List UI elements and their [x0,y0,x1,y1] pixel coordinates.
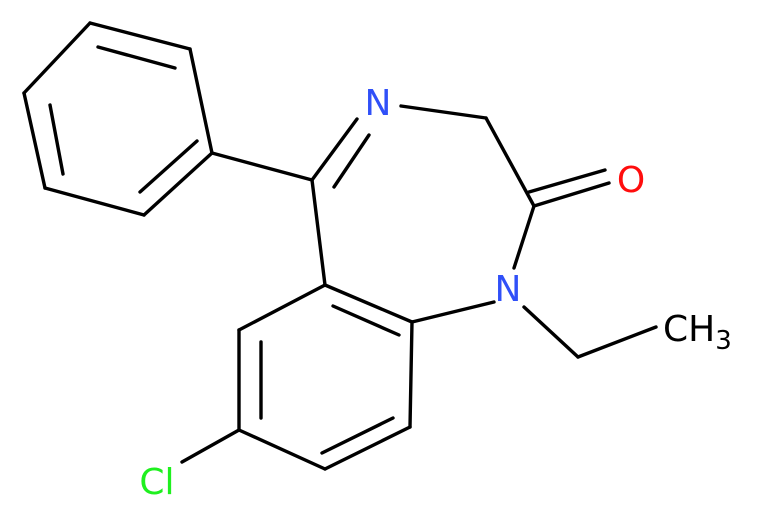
bond-phenyl-2-inner [96,45,177,70]
bond-phenyl-6-inner [138,139,199,194]
bond-c5-n4-inner [332,133,371,189]
bond-phenyl-5 [43,186,146,217]
bond-n1-c9a [410,300,496,324]
bond-c8-c7 [237,428,327,471]
atom-labels: N O N CH3 Cl [139,83,731,503]
bonds [22,21,658,471]
bond-c5-n4 [310,117,359,182]
bond-phenyl-6 [142,151,214,217]
bond-c9-c8-inner [320,416,395,455]
bond-c5a-c9a [323,283,414,324]
bond-n1-ethyl [522,305,580,359]
atom-label-imine-nitrogen: N [365,83,392,124]
bond-n4-c3 [399,104,488,120]
bond-c3-c2 [484,116,536,208]
bond-phenyl-c5 [210,151,314,182]
atom-label-amide-nitrogen: N [495,269,522,310]
bond-c7-cl [180,428,241,464]
bond-c2-o-inner [527,168,607,194]
bond-c6-c5a [237,283,327,332]
bond-c2-n1 [512,204,536,270]
bond-phenyl-4 [22,91,47,190]
bond-c5a-c9a-inner [331,304,401,337]
bond-c5-c5a [310,178,327,287]
bond-c9a-c9 [408,320,414,429]
bond-phenyl-1 [188,47,214,155]
bond-ethyl-ch3 [576,325,658,359]
methyl-main: CH [663,309,715,350]
atom-label-methyl: CH3 [663,309,732,356]
bond-phenyl-4-inner [48,103,65,176]
methyl-subscript: 3 [715,326,732,356]
bond-c9-c8 [323,425,412,471]
bond-phenyl-2 [88,21,192,51]
atom-label-oxygen: O [617,160,645,201]
bond-phenyl-3 [22,21,92,95]
bond-c2-o [532,181,611,208]
atom-label-chlorine: Cl [139,462,174,503]
